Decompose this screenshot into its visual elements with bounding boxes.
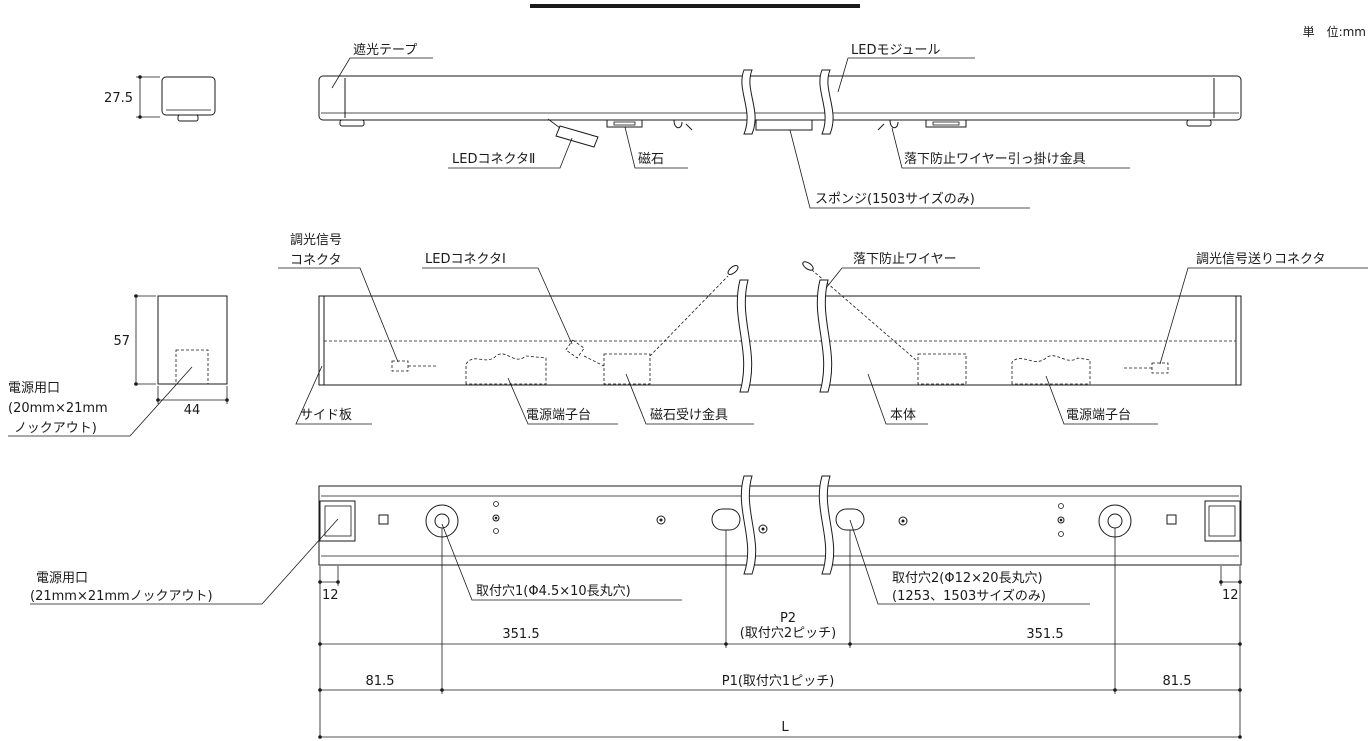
led-connector-2 [547, 118, 599, 148]
end-view [157, 295, 228, 385]
unit-label: 単 位:mm [1303, 24, 1366, 39]
dim-12-left: 12 [322, 588, 339, 603]
label-tape: 遮光テープ [353, 42, 417, 58]
magnet-bracket-right [917, 353, 967, 385]
label-dim-signal-1: 調光信号 [290, 233, 342, 248]
mounting-hole-2-right [835, 508, 865, 531]
width-dimension-44: 44 [156, 386, 229, 418]
label-p2-note: (取付穴2ピッチ) [740, 626, 836, 641]
dim-81-5-left: 81.5 [366, 674, 395, 689]
screw-marks-left [492, 501, 500, 534]
dim-351-5-right: 351.5 [1026, 627, 1063, 642]
label-p1: P1(取付穴1ピッチ) [722, 674, 835, 689]
label-body: 本体 [890, 408, 916, 423]
dimming-signal-connector [391, 360, 436, 372]
bottom-view: 電源用口 (21mm×21mmノックアウト) 取付穴1(Φ4.5×10長丸穴) … [30, 475, 1242, 739]
label-knockout-bottom-2: (21mm×21mmノックアウト) [30, 589, 213, 604]
terminal-block-right [1011, 355, 1091, 385]
label-connector-2: LEDコネクタⅡ [452, 152, 535, 167]
label-led-module: LEDモジュール [851, 43, 941, 58]
hook-right [877, 119, 899, 131]
label-connector-1: LEDコネクタⅠ [425, 252, 506, 267]
label-magnet: 磁石 [638, 152, 664, 167]
label-hole-2-line1: 取付穴2(Φ12×20長丸穴) [892, 571, 1043, 586]
body-front-outline [318, 295, 1242, 386]
dim-27-5: 27.5 [104, 91, 133, 106]
label-terminal-right: 電源端子台 [1066, 408, 1131, 423]
height-dimension-57: 57 [113, 294, 156, 386]
label-knockout-bottom-1: 電源用口 [36, 571, 88, 586]
dimension-row-p2: 351.5 351.5 P2 (取付穴2ピッチ) [318, 530, 1242, 648]
magnet-right [925, 119, 967, 128]
dimension-row-l: L [318, 720, 1242, 739]
dim-12-right: 12 [1222, 588, 1239, 603]
label-terminal-left: 電源端子台 [526, 408, 591, 423]
dimension-row-p1: 81.5 81.5 P1(取付穴1ピッチ) [318, 528, 1242, 694]
dimension-12-right: 12 [1219, 566, 1242, 738]
sponge [755, 119, 813, 131]
front-view: 57 44 電源用口 (20mm×21mm ノックアウト) [8, 233, 1368, 437]
dim-81-5-right: 81.5 [1163, 674, 1192, 689]
height-dimension-27-5: 27.5 [104, 75, 160, 119]
fall-prevention-wire [649, 261, 917, 361]
label-knockout-front-1: 電源用口 [8, 381, 60, 396]
dim-57: 57 [113, 334, 130, 349]
label-magnet-bracket: 磁石受け金具 [650, 407, 728, 423]
top-view: 27.5 遮 [104, 42, 1242, 209]
label-knockout-front-2: (20mm×21mm [8, 401, 108, 416]
label-fall-wire: 落下防止ワイヤー [853, 251, 957, 267]
dimension-12-left: 12 [318, 566, 340, 738]
rivet-marks [656, 515, 908, 534]
break-mark-bottom [740, 475, 835, 575]
break-mark-front [736, 279, 833, 393]
break-mark-top [741, 69, 834, 135]
label-side-plate: サイド板 [300, 408, 352, 423]
mounting-hole-2-left [711, 508, 741, 531]
knockout-left [319, 500, 356, 542]
body-bottom-outline [318, 485, 1242, 566]
label-l: L [781, 720, 789, 735]
dim-351-5-left: 351.5 [502, 627, 539, 642]
label-hole-1: 取付穴1(Φ4.5×10長丸穴) [476, 584, 631, 599]
label-sponge: スポンジ(1503サイズのみ) [815, 191, 975, 207]
square-hole-right [1166, 514, 1177, 525]
send-connector [1124, 362, 1169, 374]
terminal-block-left [465, 353, 547, 385]
square-hole-left [378, 514, 389, 525]
label-knockout-front-3: ノックアウト) [14, 421, 97, 436]
hook-left [673, 119, 693, 131]
magnet-bracket-left [603, 353, 651, 385]
label-dim-signal-2: コネクタ [290, 253, 341, 268]
knockout-right [1204, 500, 1241, 542]
body-top-outline [318, 75, 1242, 127]
screw-marks-right [1057, 503, 1065, 537]
magnet-left [606, 119, 643, 128]
dim-44: 44 [184, 403, 201, 418]
label-hook: 落下防止ワイヤー引っ掛け金具 [904, 151, 1086, 167]
end-cap-top-view [161, 76, 216, 122]
label-p2: P2 [780, 611, 796, 626]
label-hole-2-line2: (1253、1503サイズのみ) [892, 588, 1046, 604]
label-send-connector: 調光信号送りコネクタ [1196, 252, 1325, 267]
led-connector-1 [565, 339, 605, 367]
